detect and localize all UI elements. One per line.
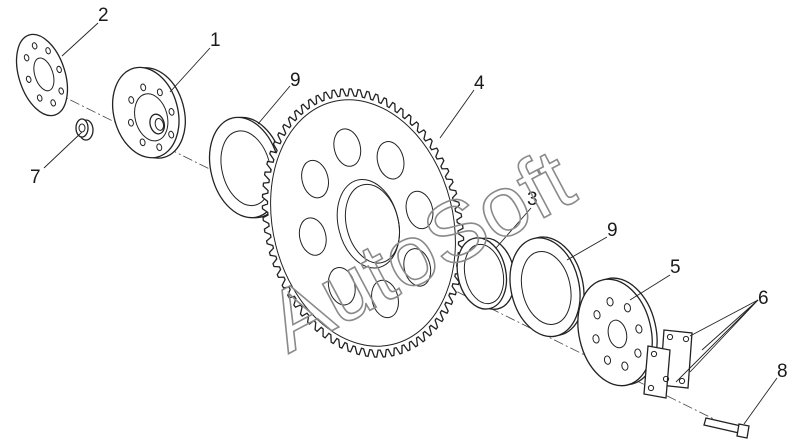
flange-holes-hole	[50, 99, 56, 107]
hub-holes-hole	[127, 118, 134, 127]
hub-holes-hole	[168, 108, 175, 116]
gear-holes-hole	[371, 279, 399, 319]
gear-holes-hole	[403, 248, 432, 287]
part-5-end-disc	[577, 277, 658, 387]
label-3: 3	[527, 189, 538, 210]
hub-holes-hole	[140, 83, 147, 92]
flange-holes-hole	[31, 42, 38, 50]
gear-holes-hole	[327, 267, 356, 306]
flange-holes-hole	[58, 87, 65, 95]
gear-holes-hole	[333, 128, 362, 167]
disc-holes-hole	[634, 348, 642, 358]
label-2: 2	[98, 5, 109, 26]
label-5: 5	[670, 257, 681, 278]
gear-holes-hole	[405, 190, 434, 230]
flange-holes-hole	[45, 47, 51, 55]
flange-holes-hole	[36, 94, 43, 102]
flange-holes-hole	[56, 65, 62, 74]
hub-holes-hole	[156, 88, 163, 97]
label-6: 6	[758, 288, 769, 309]
part-2-flange-plate	[15, 33, 69, 117]
gear-holes-hole	[301, 159, 329, 199]
disc-holes-hole	[592, 334, 600, 344]
flange-bolt-holes	[23, 42, 65, 107]
hub-holes-hole	[139, 138, 146, 147]
part-1-hub-disc	[112, 66, 186, 159]
leader-lines	[43, 22, 778, 425]
disc-holes-hole	[623, 303, 631, 313]
part-8-bolt	[703, 417, 750, 439]
hub-holes-hole	[128, 96, 135, 104]
disc-holes-hole	[635, 324, 643, 334]
label-7: 7	[30, 167, 41, 188]
part-9-shim-ring-right	[509, 236, 585, 338]
disc-holes-hole	[603, 355, 612, 365]
hub-holes-hole	[156, 143, 163, 152]
label-8: 8	[777, 361, 788, 382]
label-9b: 9	[607, 220, 618, 241]
hub-bolt-holes	[127, 83, 175, 152]
disc-holes-hole	[621, 361, 629, 371]
part-3-narrow-ring	[456, 237, 516, 310]
disc-holes-hole	[593, 310, 601, 320]
flange-holes-hole	[25, 75, 32, 83]
disc-holes-hole	[606, 297, 614, 307]
hub-holes-hole	[168, 130, 175, 139]
gear-teeth	[261, 88, 465, 358]
part-4-ring-gear	[261, 88, 465, 358]
gear-lightening-holes	[298, 128, 434, 319]
label-4: 4	[474, 73, 485, 94]
gear-holes-hole	[298, 217, 327, 256]
end-disc-bolt-holes	[592, 297, 643, 371]
label-9a: 9	[290, 70, 301, 91]
label-1: 1	[210, 30, 221, 51]
flange-holes-hole	[23, 54, 30, 62]
gear-holes-hole	[376, 141, 405, 180]
part-7-bushing	[75, 118, 94, 141]
